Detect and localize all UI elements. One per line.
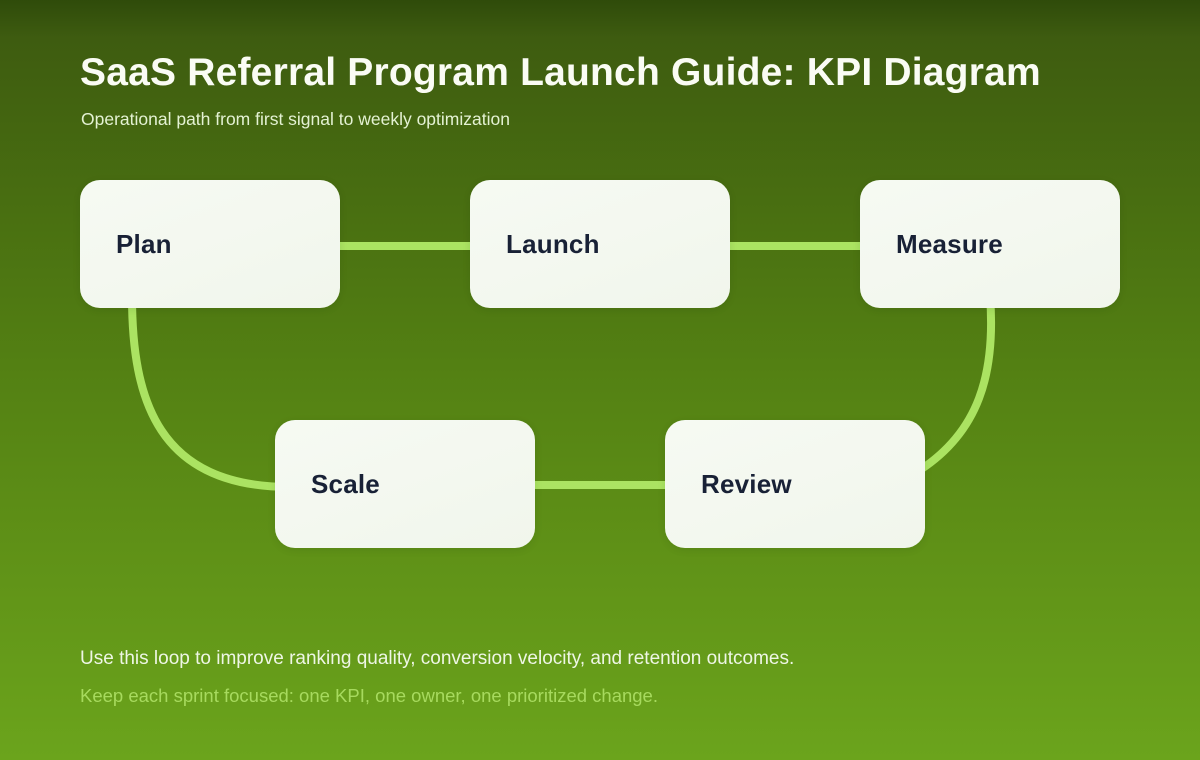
node-measure: Measure bbox=[860, 180, 1120, 308]
header: SaaS Referral Program Launch Guide: KPI … bbox=[80, 51, 1041, 130]
node-review: Review bbox=[665, 420, 925, 548]
node-plan: Plan bbox=[80, 180, 340, 308]
node-plan-label: Plan bbox=[116, 228, 172, 259]
node-scale: Scale bbox=[275, 420, 535, 548]
page-subtitle: Operational path from first signal to we… bbox=[81, 108, 510, 129]
footer-line1: Use this loop to improve ranking quality… bbox=[80, 648, 795, 669]
connector-measure-review bbox=[916, 292, 996, 474]
footer-line2: Keep each sprint focused: one KPI, one o… bbox=[80, 685, 658, 706]
footer: Use this loop to improve ranking quality… bbox=[80, 648, 794, 707]
node-measure-label: Measure bbox=[896, 228, 1003, 259]
node-launch-label: Launch bbox=[506, 228, 600, 259]
node-launch: Launch bbox=[470, 180, 730, 308]
node-scale-label: Scale bbox=[311, 468, 380, 499]
node-review-label: Review bbox=[701, 468, 792, 499]
connector-scale-plan bbox=[128, 292, 294, 491]
page-title: SaaS Referral Program Launch Guide: KPI … bbox=[80, 51, 1041, 94]
